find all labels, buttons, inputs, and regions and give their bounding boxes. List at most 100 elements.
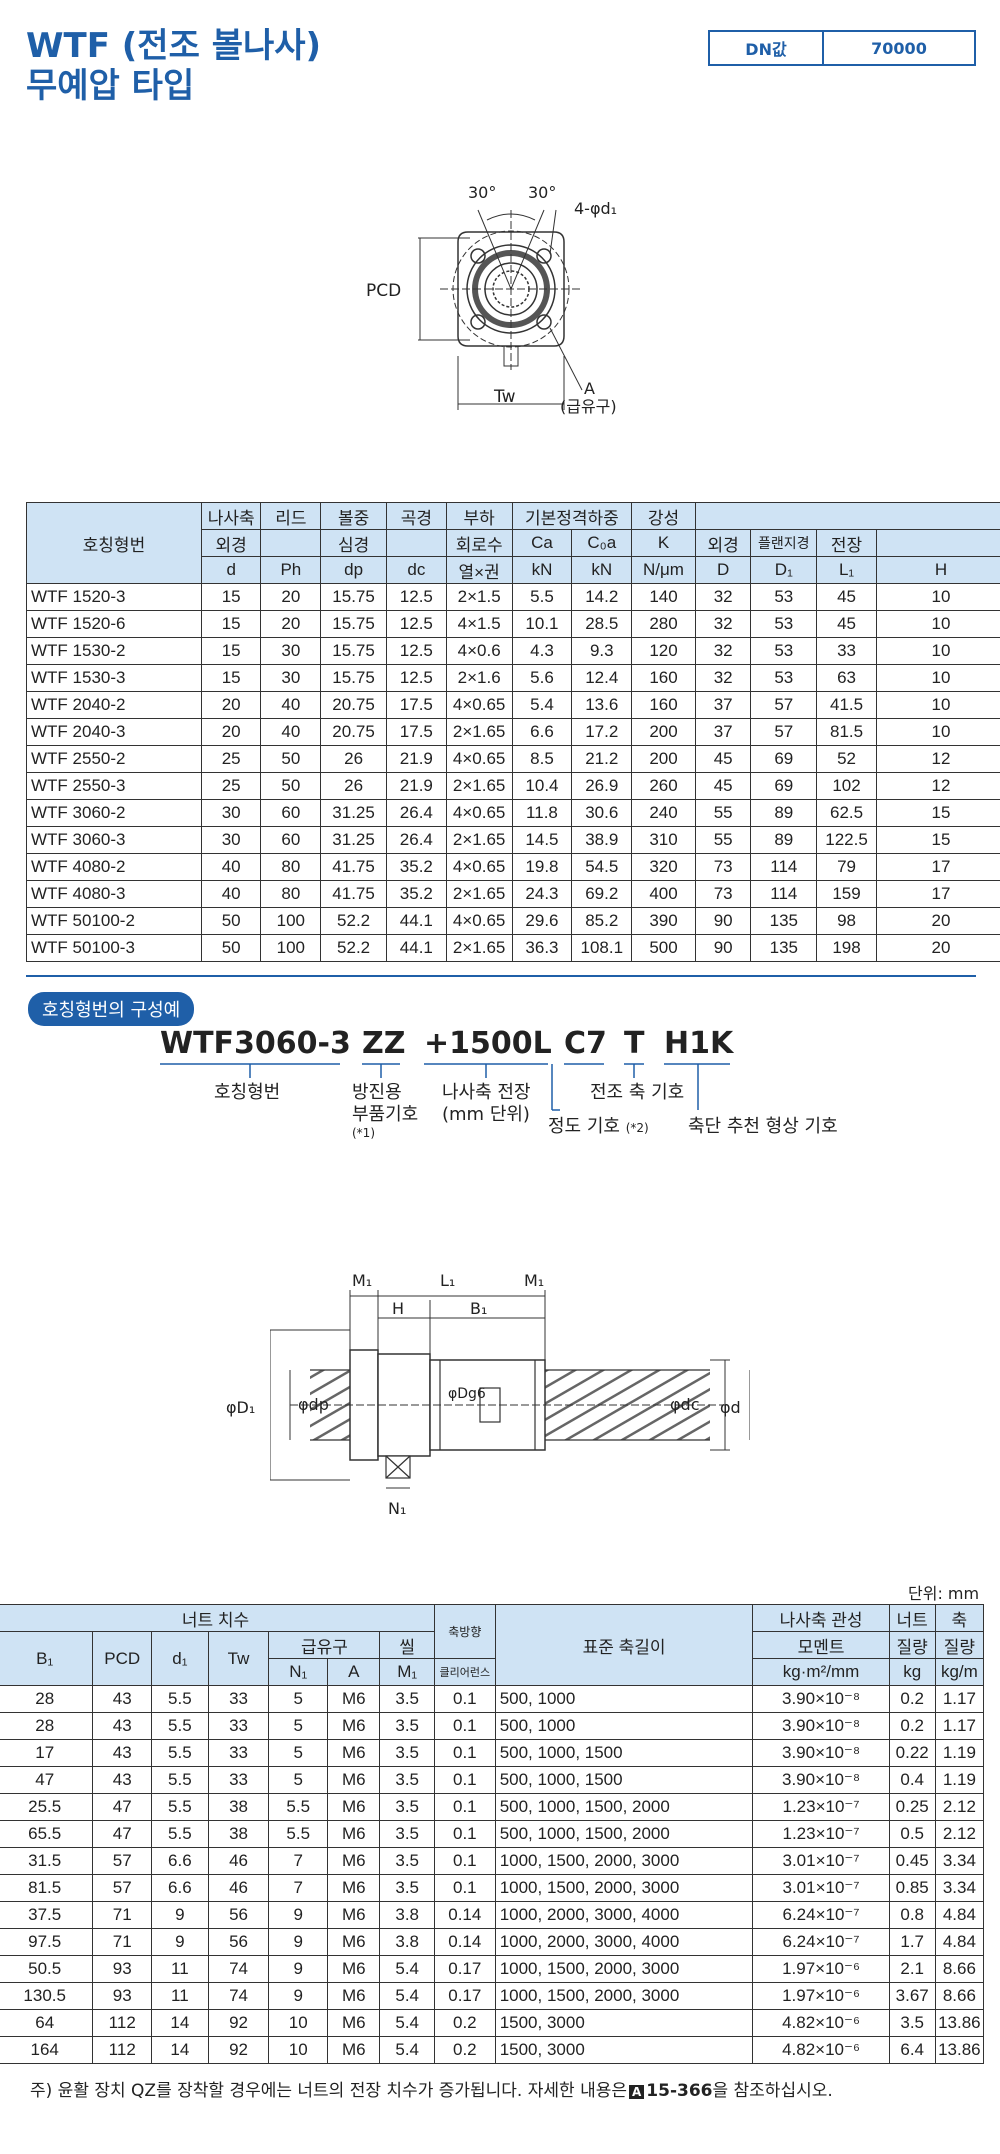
table-cell: 200 — [631, 745, 696, 773]
section-divider — [26, 975, 976, 977]
table-cell: 10 — [875, 691, 1000, 719]
table-cell: 4.84 — [934, 1901, 985, 1929]
table-cell: 64 — [0, 2009, 94, 2037]
table-cell: 3.5 — [379, 1685, 435, 1713]
table-cell: 20.75 — [320, 718, 387, 746]
table-cell: 55 — [694, 826, 752, 854]
table-cell: 2×1.6 — [445, 664, 513, 692]
angle-2-label: 30° — [528, 183, 556, 202]
table-cell: 46 — [207, 1847, 270, 1875]
table-cell: 5.4 — [511, 691, 573, 719]
table-cell: 2.12 — [934, 1820, 985, 1848]
ref-icon: A — [628, 2085, 645, 2099]
table-cell: 0.14 — [433, 1928, 496, 1956]
table-cell: 12.4 — [571, 664, 633, 692]
table-cell: 57 — [92, 1874, 153, 1902]
table-cell: 44.1 — [385, 907, 447, 935]
table-cell: M6 — [327, 1928, 381, 1956]
th-std-len: 표준 축길이 — [494, 1604, 754, 1686]
table-cell: 45 — [816, 610, 877, 638]
example-tag: 호칭형번의 구성예 — [28, 992, 195, 1026]
table-cell: 80 — [260, 853, 322, 881]
table-cell: 130.5 — [0, 1982, 94, 2010]
dg6-label: φDg6 — [448, 1386, 486, 1402]
hole-label: 4-φd₁ — [574, 199, 617, 218]
th-shaftmass-1: 축 — [934, 1604, 985, 1632]
table-cell: 15 — [200, 637, 262, 665]
table-cell: 4×0.65 — [445, 799, 513, 827]
table-cell: 390 — [631, 907, 696, 935]
flange-end-view-diagram: 30° 30° 4-φd₁ PCD Tw A (급유구) — [366, 183, 617, 416]
table-cell: 40 — [260, 718, 322, 746]
table-cell: 17 — [875, 853, 1000, 881]
table-cell: 5.4 — [379, 2009, 435, 2037]
table-cell: 73 — [694, 880, 752, 908]
nut-side-view-diagram: M₁ L₁ M₁ H B₁ φdp φDg6 φdc N₁ — [270, 1271, 750, 1518]
table-cell: 45 — [694, 745, 752, 773]
th-dc-mid — [385, 529, 447, 557]
th-tw: Tw — [207, 1631, 270, 1686]
table-cell: 2.1 — [888, 1955, 936, 1983]
th-load-unit: 열×권 — [445, 556, 513, 584]
th-seal: 씰 — [379, 1631, 435, 1659]
table-cell: 3.5 — [379, 1712, 435, 1740]
std-length-cell: 500, 1000, 1500, 2000 — [494, 1820, 754, 1848]
table-cell: 10 — [268, 2036, 329, 2064]
table-cell: 1.19 — [934, 1739, 985, 1767]
model-cell: WTF 4080-3 — [26, 880, 202, 908]
table-cell: 45 — [816, 583, 877, 611]
outer-d-label: φd — [720, 1398, 741, 1417]
table-cell: 3.5 — [888, 2009, 936, 2037]
table-cell: 0.1 — [433, 1739, 496, 1767]
th-L1-top: 전장 — [816, 529, 877, 557]
table-cell: 31.5 — [0, 1847, 94, 1875]
th-dc-unit: dc — [385, 556, 447, 584]
outer-d1-label: φD₁ — [226, 1398, 256, 1417]
table-cell: 1.23×10⁻⁷ — [752, 1820, 890, 1848]
table-cell: 71 — [92, 1928, 153, 1956]
table-cell: 17.5 — [385, 691, 447, 719]
table-cell: 0.1 — [433, 1685, 496, 1713]
std-length-cell: 1000, 1500, 2000, 3000 — [494, 1982, 754, 2010]
table-cell: 24.3 — [511, 880, 573, 908]
table-cell: M6 — [327, 2036, 381, 2064]
dc-label: φdc — [670, 1395, 700, 1414]
table-cell: 4×0.65 — [445, 907, 513, 935]
table-cell: 20.75 — [320, 691, 387, 719]
table-cell: 47 — [0, 1766, 94, 1794]
table-cell: 53 — [750, 664, 818, 692]
table-cell: 14.5 — [511, 826, 573, 854]
title-line-1: WTF (전조 볼나사) — [26, 26, 322, 66]
table-cell: 41.5 — [816, 691, 877, 719]
th-nut-dims: 너트 치수 — [0, 1604, 435, 1632]
table-cell: 46 — [207, 1874, 270, 1902]
table-cell: 43 — [92, 1766, 153, 1794]
table-cell: 47 — [92, 1793, 153, 1821]
table-cell: 9 — [268, 1928, 329, 1956]
table-cell: 85.2 — [571, 907, 633, 935]
table-cell: 5.5 — [151, 1685, 209, 1713]
table-cell: 120 — [631, 637, 696, 665]
th-d-mid: 외경 — [200, 529, 262, 557]
th-D1-unit: D₁ — [750, 556, 818, 584]
dn-value: 70000 — [871, 38, 927, 58]
table-cell: 3.8 — [379, 1901, 435, 1929]
table-cell: 79 — [816, 853, 877, 881]
table-cell: M6 — [327, 1901, 381, 1929]
model-cell: WTF 1530-2 — [26, 637, 202, 665]
std-length-cell: 500, 1000 — [494, 1712, 754, 1740]
table-cell: 6.6 — [151, 1874, 209, 1902]
table-cell: 20 — [875, 934, 1000, 962]
th-a: A — [327, 1658, 381, 1686]
table-cell: 0.1 — [433, 1874, 496, 1902]
table-cell: 17 — [0, 1739, 94, 1767]
table-cell: 5.5 — [268, 1793, 329, 1821]
table-cell: 3.5 — [379, 1739, 435, 1767]
std-length-cell: 500, 1000, 1500 — [494, 1766, 754, 1794]
table-cell: 33 — [207, 1766, 270, 1794]
